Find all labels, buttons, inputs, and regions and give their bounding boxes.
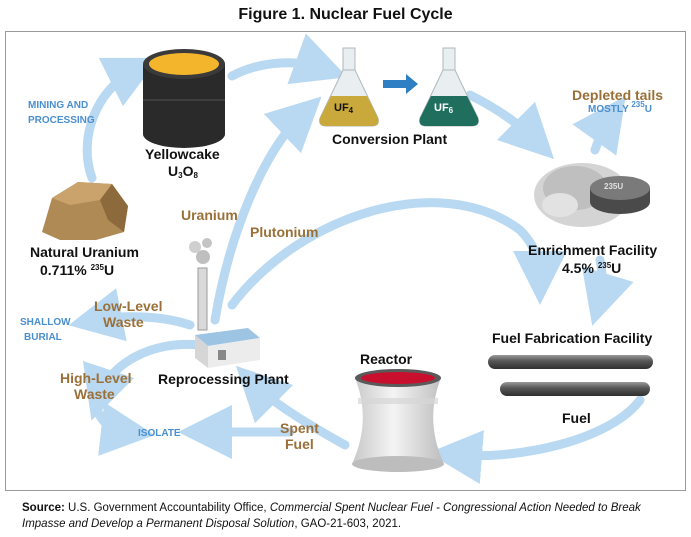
label-high-level-1: High-Level — [60, 370, 132, 386]
label-uranium: Uranium — [181, 207, 238, 223]
arrow-enrichment-to-tails — [572, 96, 626, 156]
arrow-reprocessing-to-highlevel — [82, 339, 205, 421]
label-conversion-plant: Conversion Plant — [332, 131, 448, 147]
label-yellowcake-formula: U3O8 — [168, 163, 198, 180]
label-fuel: Fuel — [562, 410, 591, 426]
yellowcake-drum-icon — [143, 49, 225, 148]
label-plutonium: Plutonium — [250, 224, 319, 240]
arrow-reprocessing-to-shallow — [68, 288, 195, 342]
arrow-reprocessing-to-conversion — [210, 96, 322, 325]
label-mining: MINING AND — [28, 100, 89, 111]
label-reprocessing-plant: Reprocessing Plant — [158, 371, 289, 387]
label-uf6: UF6 — [434, 102, 454, 115]
source-org: U.S. Government Accountability Office, — [68, 502, 267, 514]
arrow-highlevel-to-isolate — [90, 390, 155, 456]
source-label: Source: — [22, 502, 65, 514]
label-fuel-fabrication: Fuel Fabrication Facility — [492, 330, 653, 346]
uf6-flask-icon — [419, 47, 479, 127]
label-isolate: ISOLATE — [138, 428, 181, 439]
arrow-conversion-to-enrichment — [465, 90, 555, 160]
arrow-yellowcake-to-conversion — [227, 33, 348, 85]
source-citation: Source: U.S. Government Accountability O… — [22, 500, 682, 532]
label-shallow: SHALLOW — [20, 317, 71, 328]
uf4-flask-icon — [319, 47, 379, 127]
label-enrichment-pct: 4.5% 235U — [562, 260, 622, 276]
arrow-reactor-to-reprocessing — [235, 365, 350, 450]
label-enrichment-facility: Enrichment Facility — [528, 242, 658, 258]
label-natural-uranium: Natural Uranium — [30, 244, 139, 260]
arrow-fuel-to-reactor — [428, 395, 645, 484]
reprocessing-plant-icon — [189, 238, 260, 368]
label-burial: BURIAL — [24, 332, 62, 343]
label-spent-2: Fuel — [285, 436, 314, 452]
label-spent-1: Spent — [280, 420, 319, 436]
flow-arrows — [68, 33, 645, 484]
label-disk: 235U — [604, 182, 624, 191]
label-low-level-1: Low-Level — [94, 298, 163, 314]
natural-uranium-rock-icon — [42, 182, 128, 240]
label-reactor: Reactor — [360, 351, 413, 367]
reactor-cooling-tower-icon — [352, 369, 444, 472]
figure-title: Figure 1. Nuclear Fuel Cycle — [238, 6, 453, 23]
label-low-level-2: Waste — [103, 314, 144, 330]
label-depleted-note: MOSTLY 235U — [588, 100, 652, 115]
source-ref: , GAO-21-603, 2021. — [294, 518, 402, 530]
arrow-uranium-to-yellowcake — [82, 57, 160, 183]
label-uf4: UF4 — [334, 102, 354, 115]
fuel-pellet-disk-icon — [590, 176, 650, 214]
label-processing: PROCESSING — [28, 115, 95, 126]
source-title: Commercial Spent Nuclear Fuel - Congress… — [22, 502, 641, 530]
fuel-rods-icon — [488, 355, 653, 396]
label-natural-pct: 0.711% 235U — [40, 262, 115, 278]
label-depleted-tails: Depleted tails — [572, 87, 664, 103]
arrow-reprocessing-to-fabrication — [227, 198, 567, 310]
flask-arrow-icon — [383, 74, 418, 94]
label-yellowcake: Yellowcake — [145, 146, 220, 162]
label-high-level-2: Waste — [74, 386, 115, 402]
arrow-enrichment-to-fabrication — [581, 255, 634, 326]
